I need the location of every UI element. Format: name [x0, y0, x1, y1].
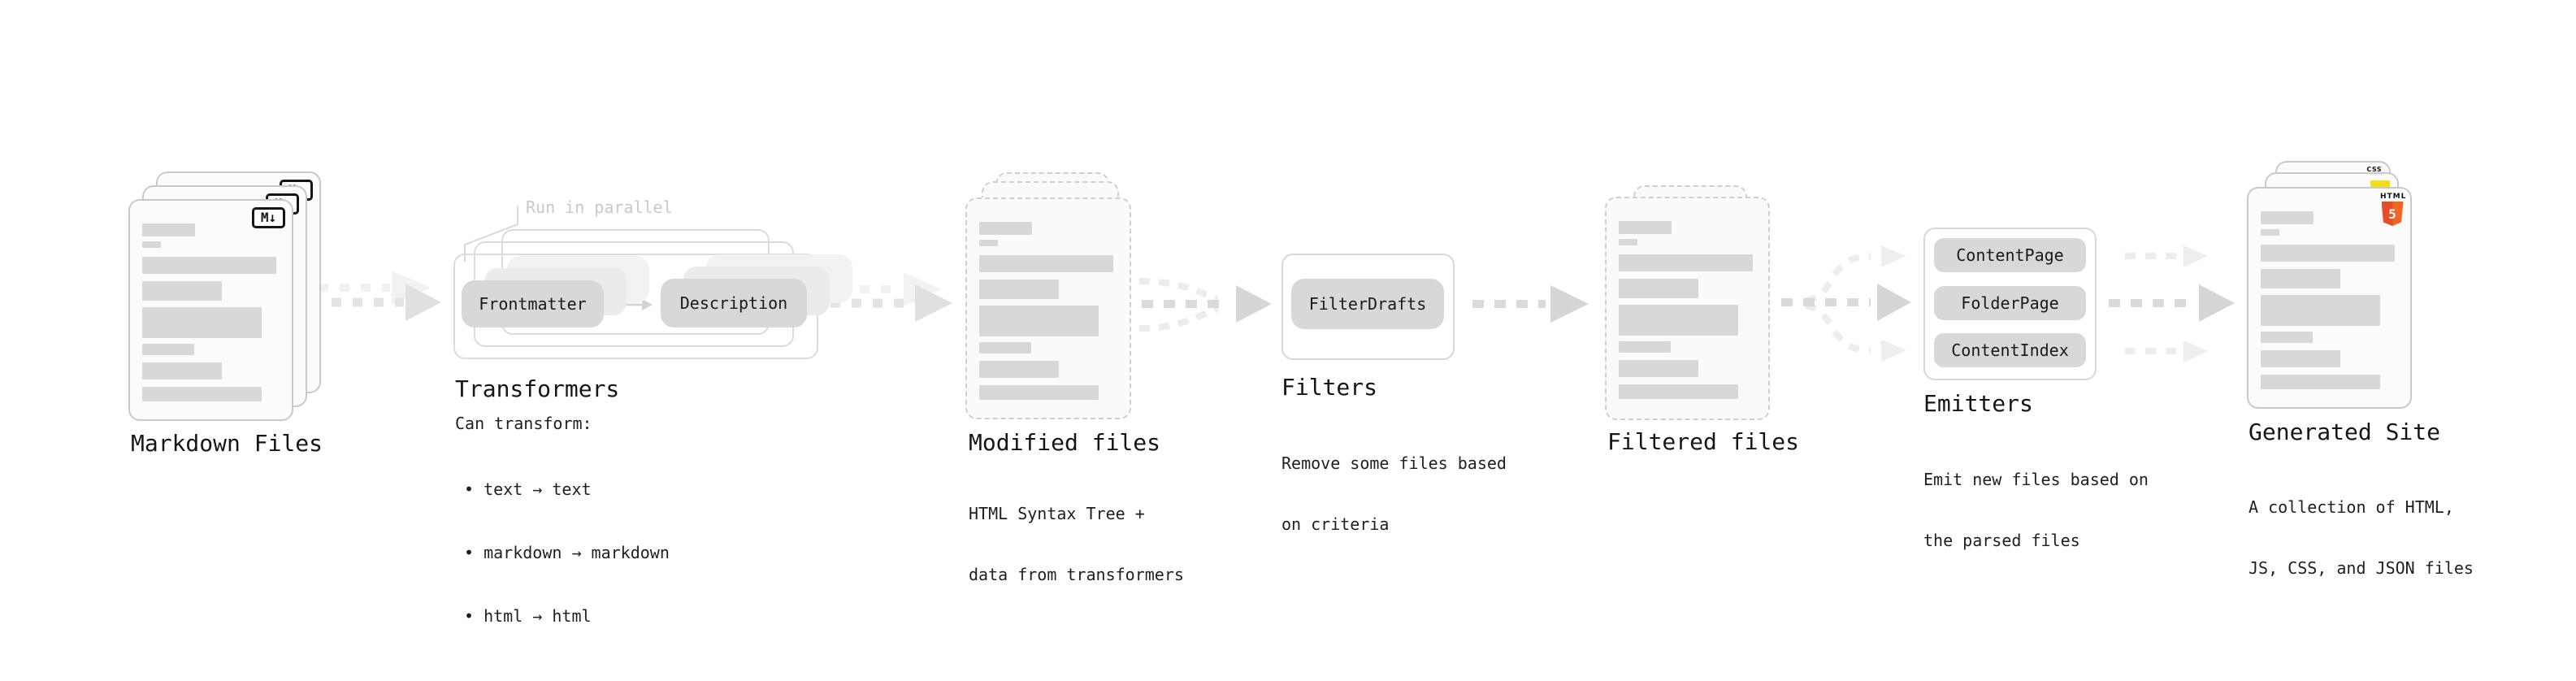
doc-placeholder-bar — [1619, 239, 1637, 245]
doc-placeholder-bars — [979, 222, 1113, 400]
filters-label: Filters — [1281, 374, 1378, 401]
markdown-file-card-front: M↓ — [128, 199, 293, 421]
desc-line: Remove some files based — [1281, 453, 1507, 473]
doc-placeholder-bar — [2261, 350, 2340, 367]
doc-placeholder-bar — [1619, 221, 1672, 234]
doc-placeholder-bar — [142, 387, 262, 401]
doc-placeholder-bar — [142, 257, 276, 274]
doc-placeholder-bar — [2261, 332, 2313, 343]
contentindex-chip: ContentIndex — [1934, 333, 2086, 367]
modified-files-label: Modified files — [969, 429, 1161, 456]
desc-line: data from transformers — [969, 565, 1184, 584]
arrow-markdown-to-transformers — [310, 271, 441, 321]
doc-placeholder-bar — [142, 362, 222, 380]
desc-line: HTML Syntax Tree + — [969, 504, 1145, 523]
transformers-desc-title: Can transform: — [455, 414, 592, 433]
doc-placeholder-bar — [142, 281, 222, 301]
doc-placeholder-bar — [142, 223, 195, 236]
doc-placeholder-bar — [142, 344, 194, 355]
frontmatter-chip: Frontmatter — [462, 280, 604, 327]
doc-placeholder-bar — [142, 307, 262, 338]
filtered-files-label: Filtered files — [1607, 428, 1800, 455]
modified-files-desc: HTML Syntax Tree + data from transformer… — [969, 463, 1184, 626]
doc-placeholder-bar — [979, 361, 1059, 378]
generated-site-label: Generated Site — [2249, 419, 2441, 445]
modified-file-card-front — [965, 197, 1131, 419]
desc-line: Emit new files based on — [1923, 470, 2149, 489]
doc-placeholder-bar — [979, 385, 1099, 400]
doc-placeholder-bar — [1619, 279, 1698, 298]
generated-site-desc: A collection of HTML, JS, CSS, and JSON … — [2249, 457, 2474, 619]
filterdrafts-chip: FilterDrafts — [1291, 279, 1444, 329]
filtered-file-card-front — [1605, 197, 1770, 420]
arrow-filters-to-filtered — [1472, 285, 1589, 323]
transform-bullet: • html → html — [464, 606, 592, 626]
doc-placeholder-bar — [2261, 245, 2395, 262]
doc-placeholder-bar — [1619, 341, 1671, 353]
doc-placeholder-bar — [2261, 295, 2380, 326]
doc-placeholder-bar — [2261, 229, 2279, 236]
doc-placeholder-bars — [2261, 211, 2395, 389]
doc-placeholder-bars — [1619, 221, 1753, 399]
arrow-filtered-to-emitters-diverge — [1781, 245, 1911, 362]
contentpage-chip: ContentPage — [1934, 238, 2086, 272]
desc-line: A collection of HTML, — [2249, 497, 2454, 517]
doc-placeholder-bar — [979, 306, 1099, 336]
doc-placeholder-bar — [979, 280, 1059, 299]
arrow-modified-to-filters-converge — [1138, 278, 1272, 332]
markdown-files-label: Markdown Files — [131, 430, 323, 457]
arrow-emitters-to-generated — [2109, 245, 2235, 362]
html5-icon: HTML 5 — [2380, 193, 2405, 226]
transformers-label: Transformers — [455, 375, 620, 402]
doc-placeholder-bar — [2261, 211, 2314, 224]
generated-html-card: HTML 5 — [2247, 187, 2412, 409]
doc-placeholder-bar — [1619, 384, 1738, 399]
run-in-parallel-note: Run in parallel — [526, 197, 673, 217]
transform-bullet: • text → text — [464, 479, 592, 499]
doc-placeholder-bar — [142, 241, 161, 248]
arrow-transformers-to-modified — [830, 272, 952, 322]
doc-placeholder-bar — [979, 240, 998, 246]
doc-placeholder-bar — [979, 342, 1031, 354]
doc-placeholder-bar — [1619, 254, 1753, 271]
transform-bullet: • markdown → markdown — [464, 543, 670, 562]
html5-icon-word: HTML — [2380, 193, 2407, 201]
doc-placeholder-bar — [2261, 269, 2340, 288]
description-chip: Description — [661, 279, 807, 327]
doc-placeholder-bar — [1619, 305, 1738, 336]
filters-desc: Remove some files based on criteria — [1281, 413, 1507, 575]
doc-placeholder-bar — [979, 255, 1113, 272]
emitters-desc: Emit new files based on the parsed files — [1923, 429, 2149, 592]
desc-line: on criteria — [1281, 514, 1390, 534]
markdown-icon: M↓ — [252, 207, 285, 228]
doc-placeholder-bars — [142, 223, 276, 401]
desc-line: JS, CSS, and JSON files — [2249, 558, 2474, 578]
run-in-parallel-leader-line — [464, 206, 518, 262]
doc-placeholder-bar — [979, 222, 1032, 235]
doc-placeholder-bar — [1619, 360, 1698, 377]
transformers-bullet-list: • text → text • markdown → markdown • ht… — [464, 436, 670, 669]
folderpage-chip: FolderPage — [1934, 286, 2086, 320]
desc-line: the parsed files — [1923, 531, 2080, 550]
emitters-label: Emitters — [1923, 390, 2033, 417]
html5-icon-shield: 5 — [2381, 202, 2404, 226]
doc-placeholder-bar — [2261, 375, 2380, 389]
